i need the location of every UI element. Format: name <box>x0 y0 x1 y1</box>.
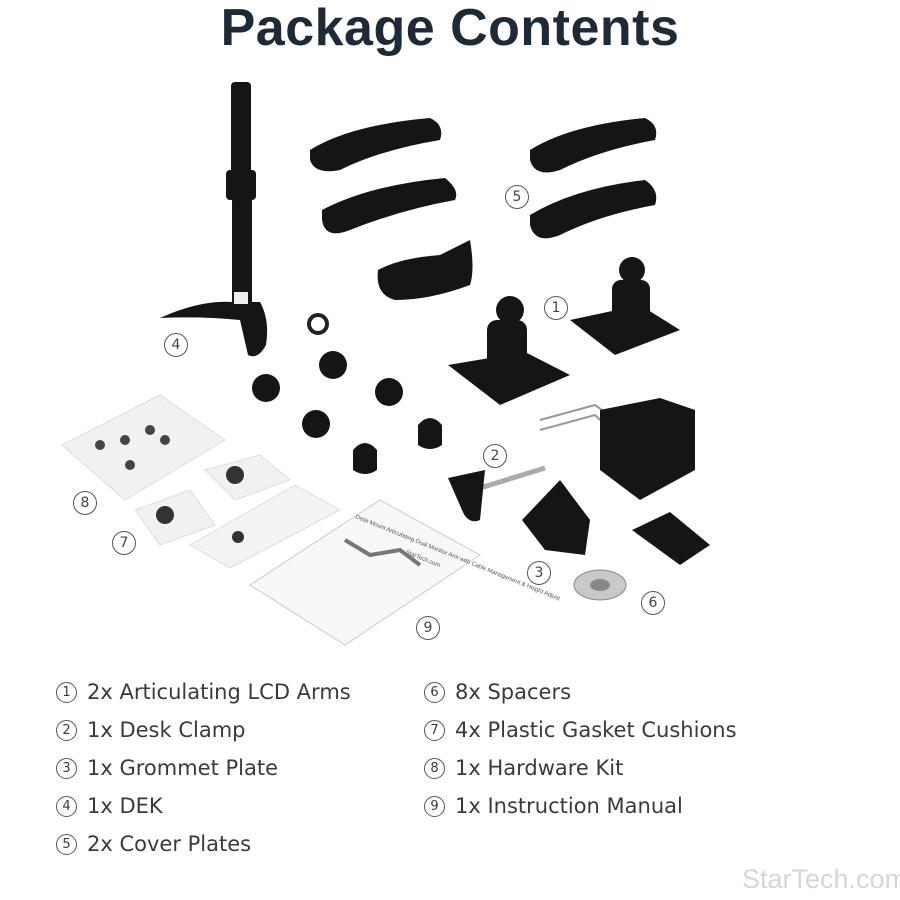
callout-5: 5 <box>505 185 529 209</box>
callout-9: 9 <box>416 616 440 640</box>
knobs-part <box>252 351 442 474</box>
callout-6: 6 <box>641 591 665 615</box>
arm-segments-part <box>307 118 657 335</box>
allen-keys-part <box>539 403 606 431</box>
pole-part <box>160 82 268 357</box>
hardware-kit-part <box>61 394 342 569</box>
lcd-arms-part <box>448 257 680 405</box>
callout-4: 4 <box>164 333 188 357</box>
desk-clamp-part <box>448 398 695 555</box>
callout-8: 8 <box>73 491 97 515</box>
callout-2: 2 <box>483 444 507 468</box>
startech-watermark: StarTech.com <box>742 864 900 894</box>
callout-7: 7 <box>112 531 136 555</box>
grommet-plate-part <box>573 512 710 601</box>
callout-1: 1 <box>544 296 568 320</box>
page-title: Package Contents <box>220 0 680 57</box>
callout-3: 3 <box>527 561 551 585</box>
